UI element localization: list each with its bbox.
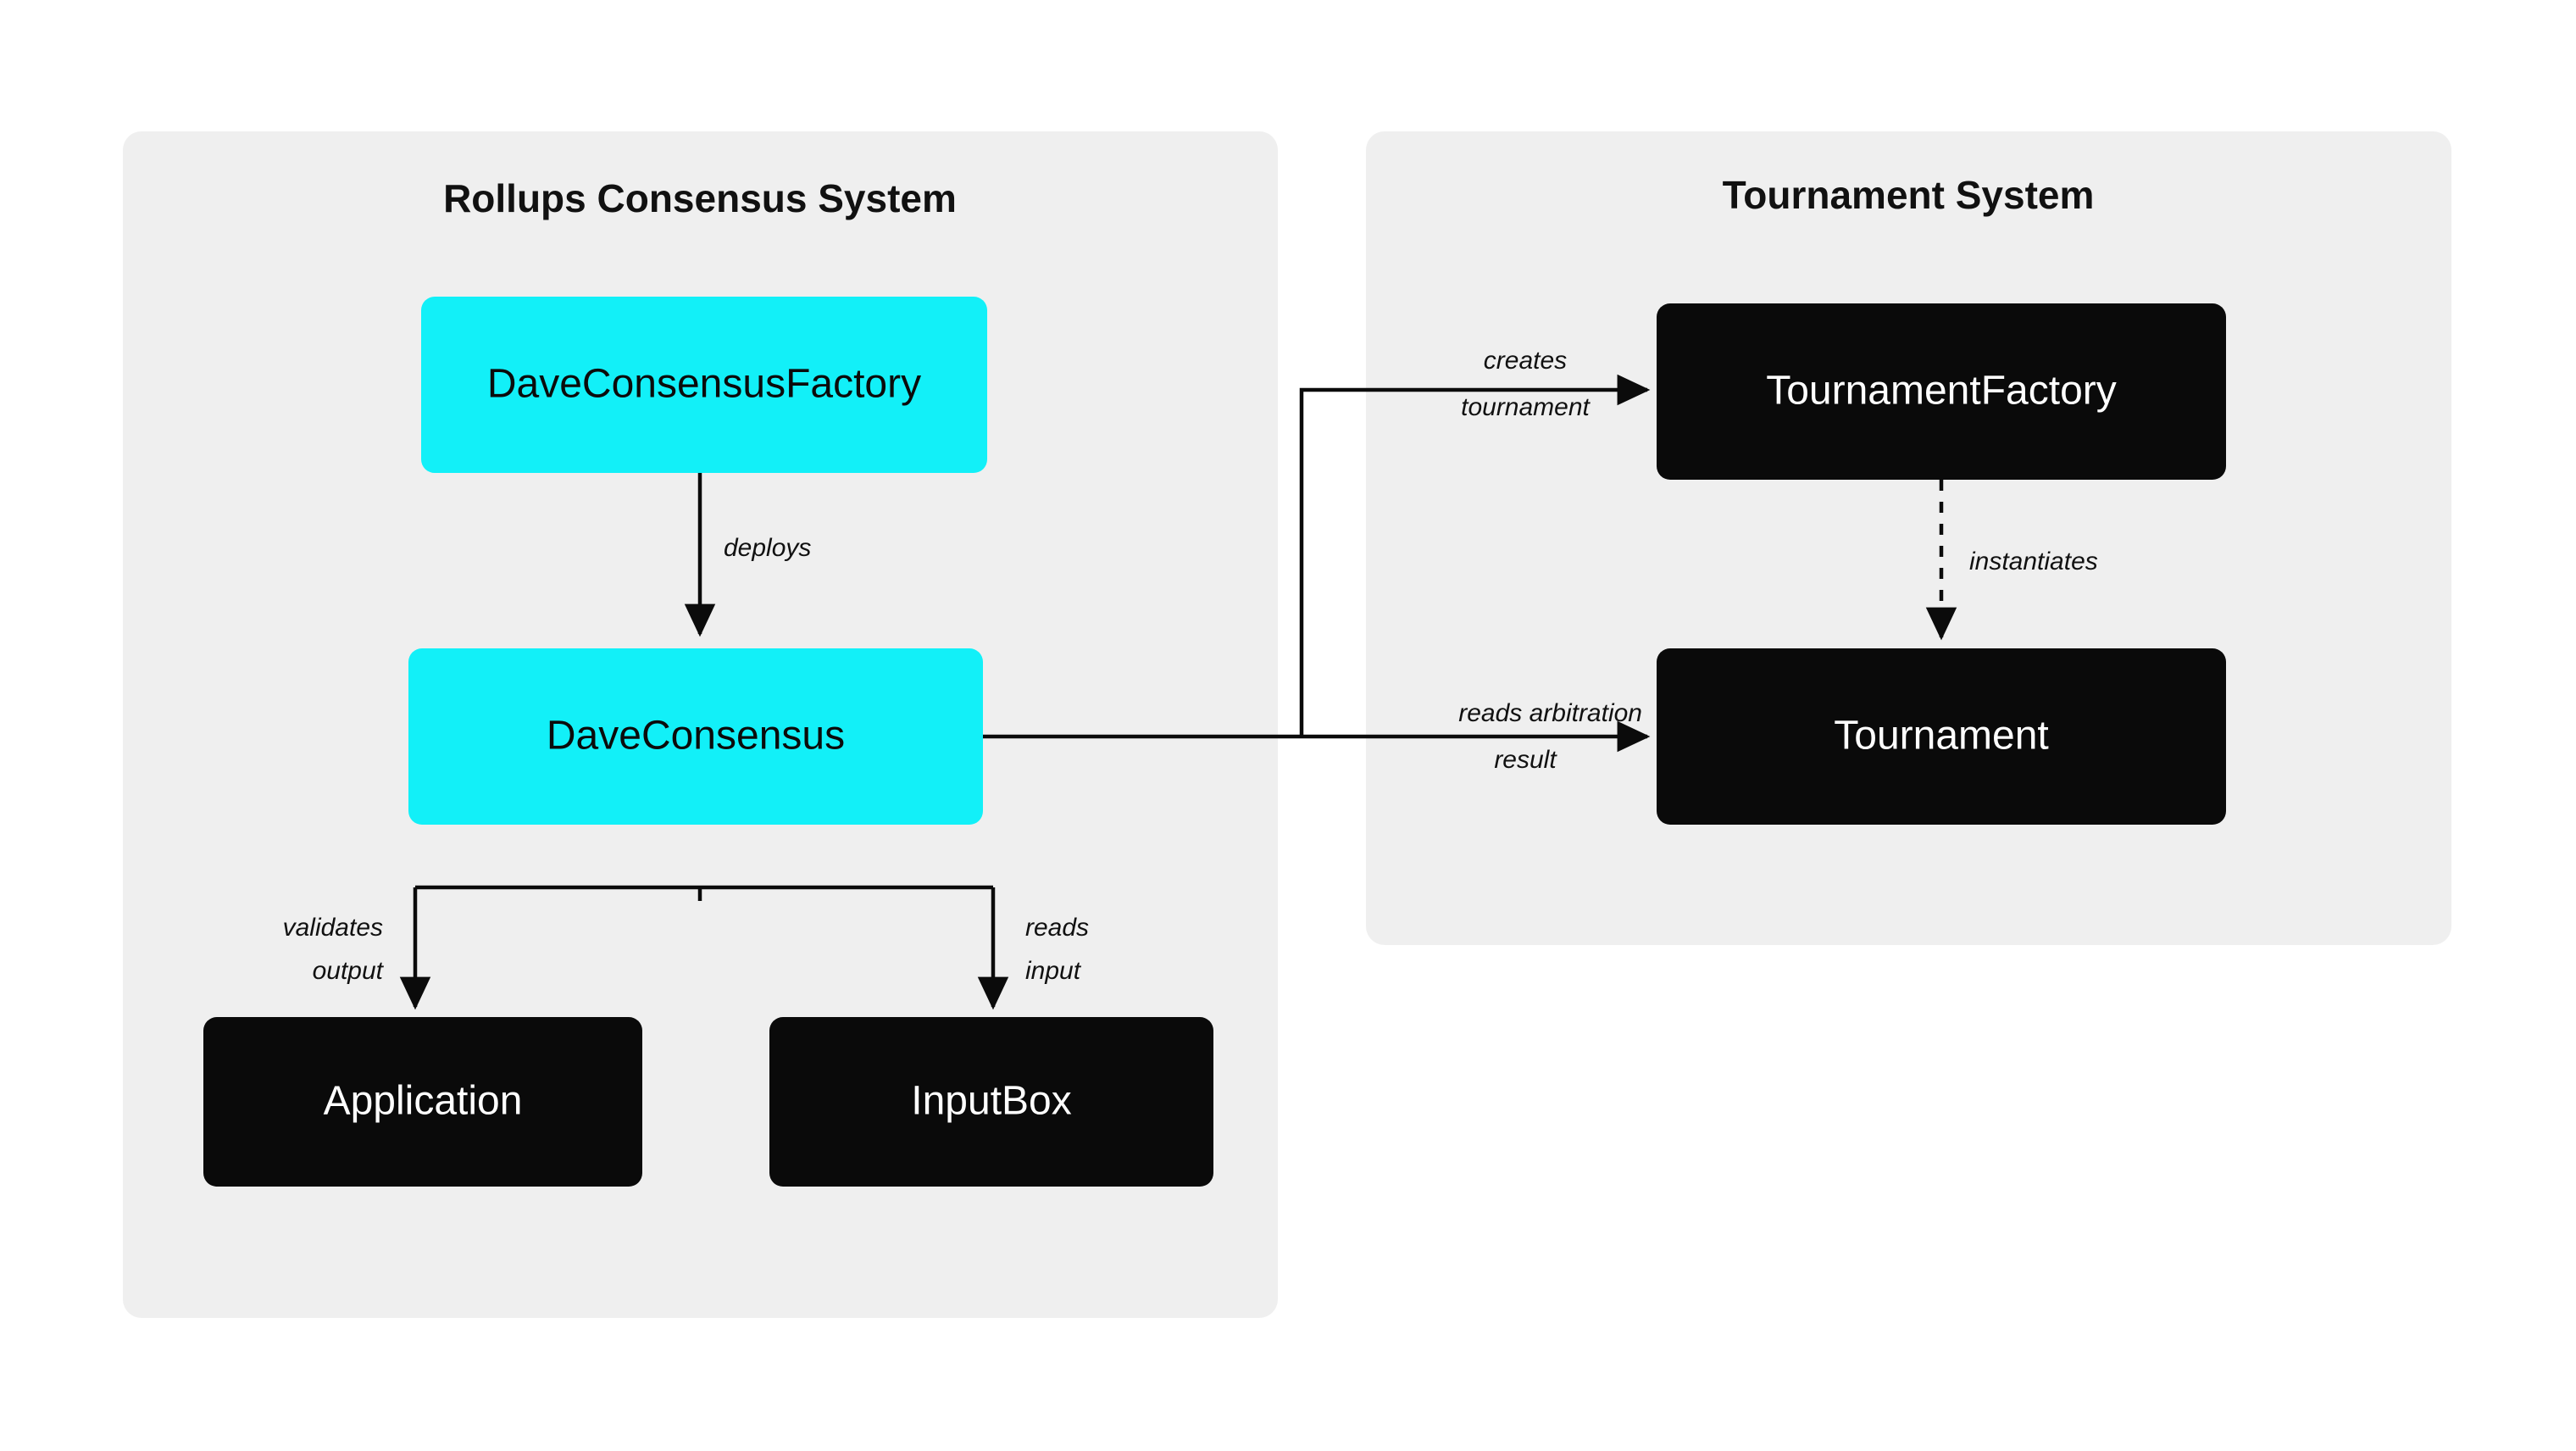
- node-dave-consensus-label: DaveConsensus: [547, 714, 845, 759]
- node-input-box[interactable]: InputBox: [769, 1017, 1213, 1187]
- edge-reads-arbitration-result-label-line1: reads arbitration: [1458, 699, 1642, 727]
- node-application-label: Application: [324, 1079, 523, 1124]
- panel-tournament-title: Tournament System: [1723, 173, 2095, 217]
- node-tournament-box[interactable]: [1657, 648, 2226, 825]
- edge-validates-output-label-line2: output: [313, 957, 385, 985]
- edge-creates-tournament-label-line2: tournament: [1461, 393, 1591, 421]
- node-tournament-factory[interactable]: TournamentFactory: [1657, 303, 2226, 480]
- node-dave-consensus[interactable]: DaveConsensus: [408, 648, 983, 825]
- panel-rollups-title: Rollups Consensus System: [443, 176, 957, 220]
- node-tournament-factory-box[interactable]: [1657, 303, 2226, 480]
- node-dave-consensus-factory[interactable]: DaveConsensusFactory: [421, 297, 987, 473]
- node-application-box[interactable]: [203, 1017, 642, 1187]
- edge-creates-tournament-line: [1299, 374, 1651, 737]
- edge-reads-arbitration-result: reads arbitration result: [983, 699, 1651, 774]
- edge-reads-input-label-line2: input: [1025, 957, 1082, 985]
- edge-reads-arbitration-result-label-line2: result: [1494, 746, 1557, 774]
- edge-validates-output-label-line1: validates: [283, 914, 383, 942]
- edge-fanout-from-dave-consensus: [415, 885, 993, 901]
- node-dave-consensus-factory-box[interactable]: [421, 297, 987, 473]
- edge-creates-tournament: creates tournament: [1299, 347, 1651, 737]
- edge-validates-output: validates output: [283, 887, 431, 1010]
- node-application[interactable]: Application: [203, 1017, 642, 1187]
- edge-reads-input: reads input: [977, 887, 1089, 1010]
- node-dave-consensus-factory-label: DaveConsensusFactory: [487, 362, 921, 407]
- node-tournament-factory-label: TournamentFactory: [1766, 369, 2117, 414]
- edge-deploys: deploys: [684, 471, 811, 637]
- node-tournament-label: Tournament: [1834, 714, 2048, 759]
- edge-reads-input-label-line1: reads: [1025, 914, 1089, 942]
- edge-instantiates-label: instantiates: [1969, 548, 2098, 575]
- node-dave-consensus-box[interactable]: [408, 648, 983, 825]
- node-input-box-box[interactable]: [769, 1017, 1213, 1187]
- node-input-box-label: InputBox: [911, 1079, 1071, 1124]
- edge-deploys-label: deploys: [724, 534, 811, 562]
- edge-creates-tournament-label-line1: creates: [1484, 347, 1567, 375]
- node-tournament[interactable]: Tournament: [1657, 648, 2226, 825]
- edge-instantiates: instantiates: [1925, 480, 2098, 641]
